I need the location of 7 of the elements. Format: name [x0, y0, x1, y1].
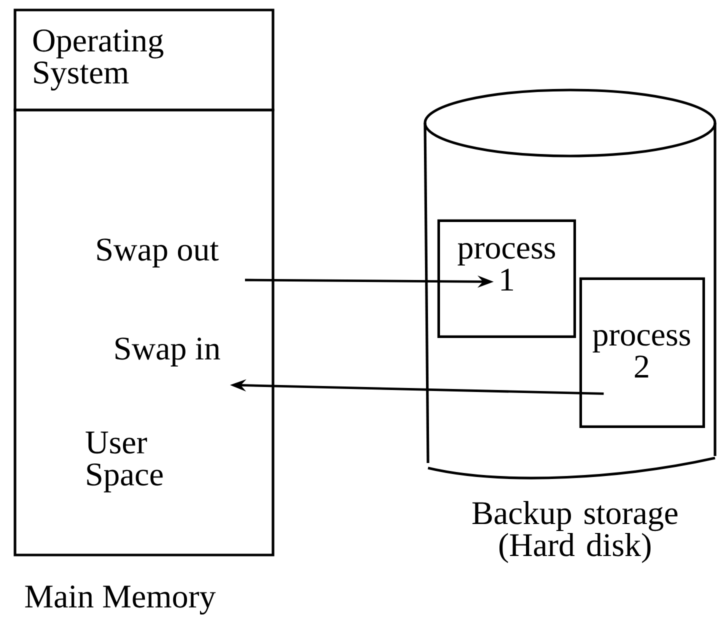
node-label: Backup storage (Hard disk) [472, 501, 678, 563]
node-label: Main Memory [25, 586, 216, 614]
edge-label: Swap out [97, 238, 219, 268]
edge-label: Swap in [116, 338, 220, 366]
process-box: process 2 [579, 277, 705, 428]
memory-section: Operating System [14, 8, 274, 112]
process-box: process 1 [437, 219, 576, 338]
